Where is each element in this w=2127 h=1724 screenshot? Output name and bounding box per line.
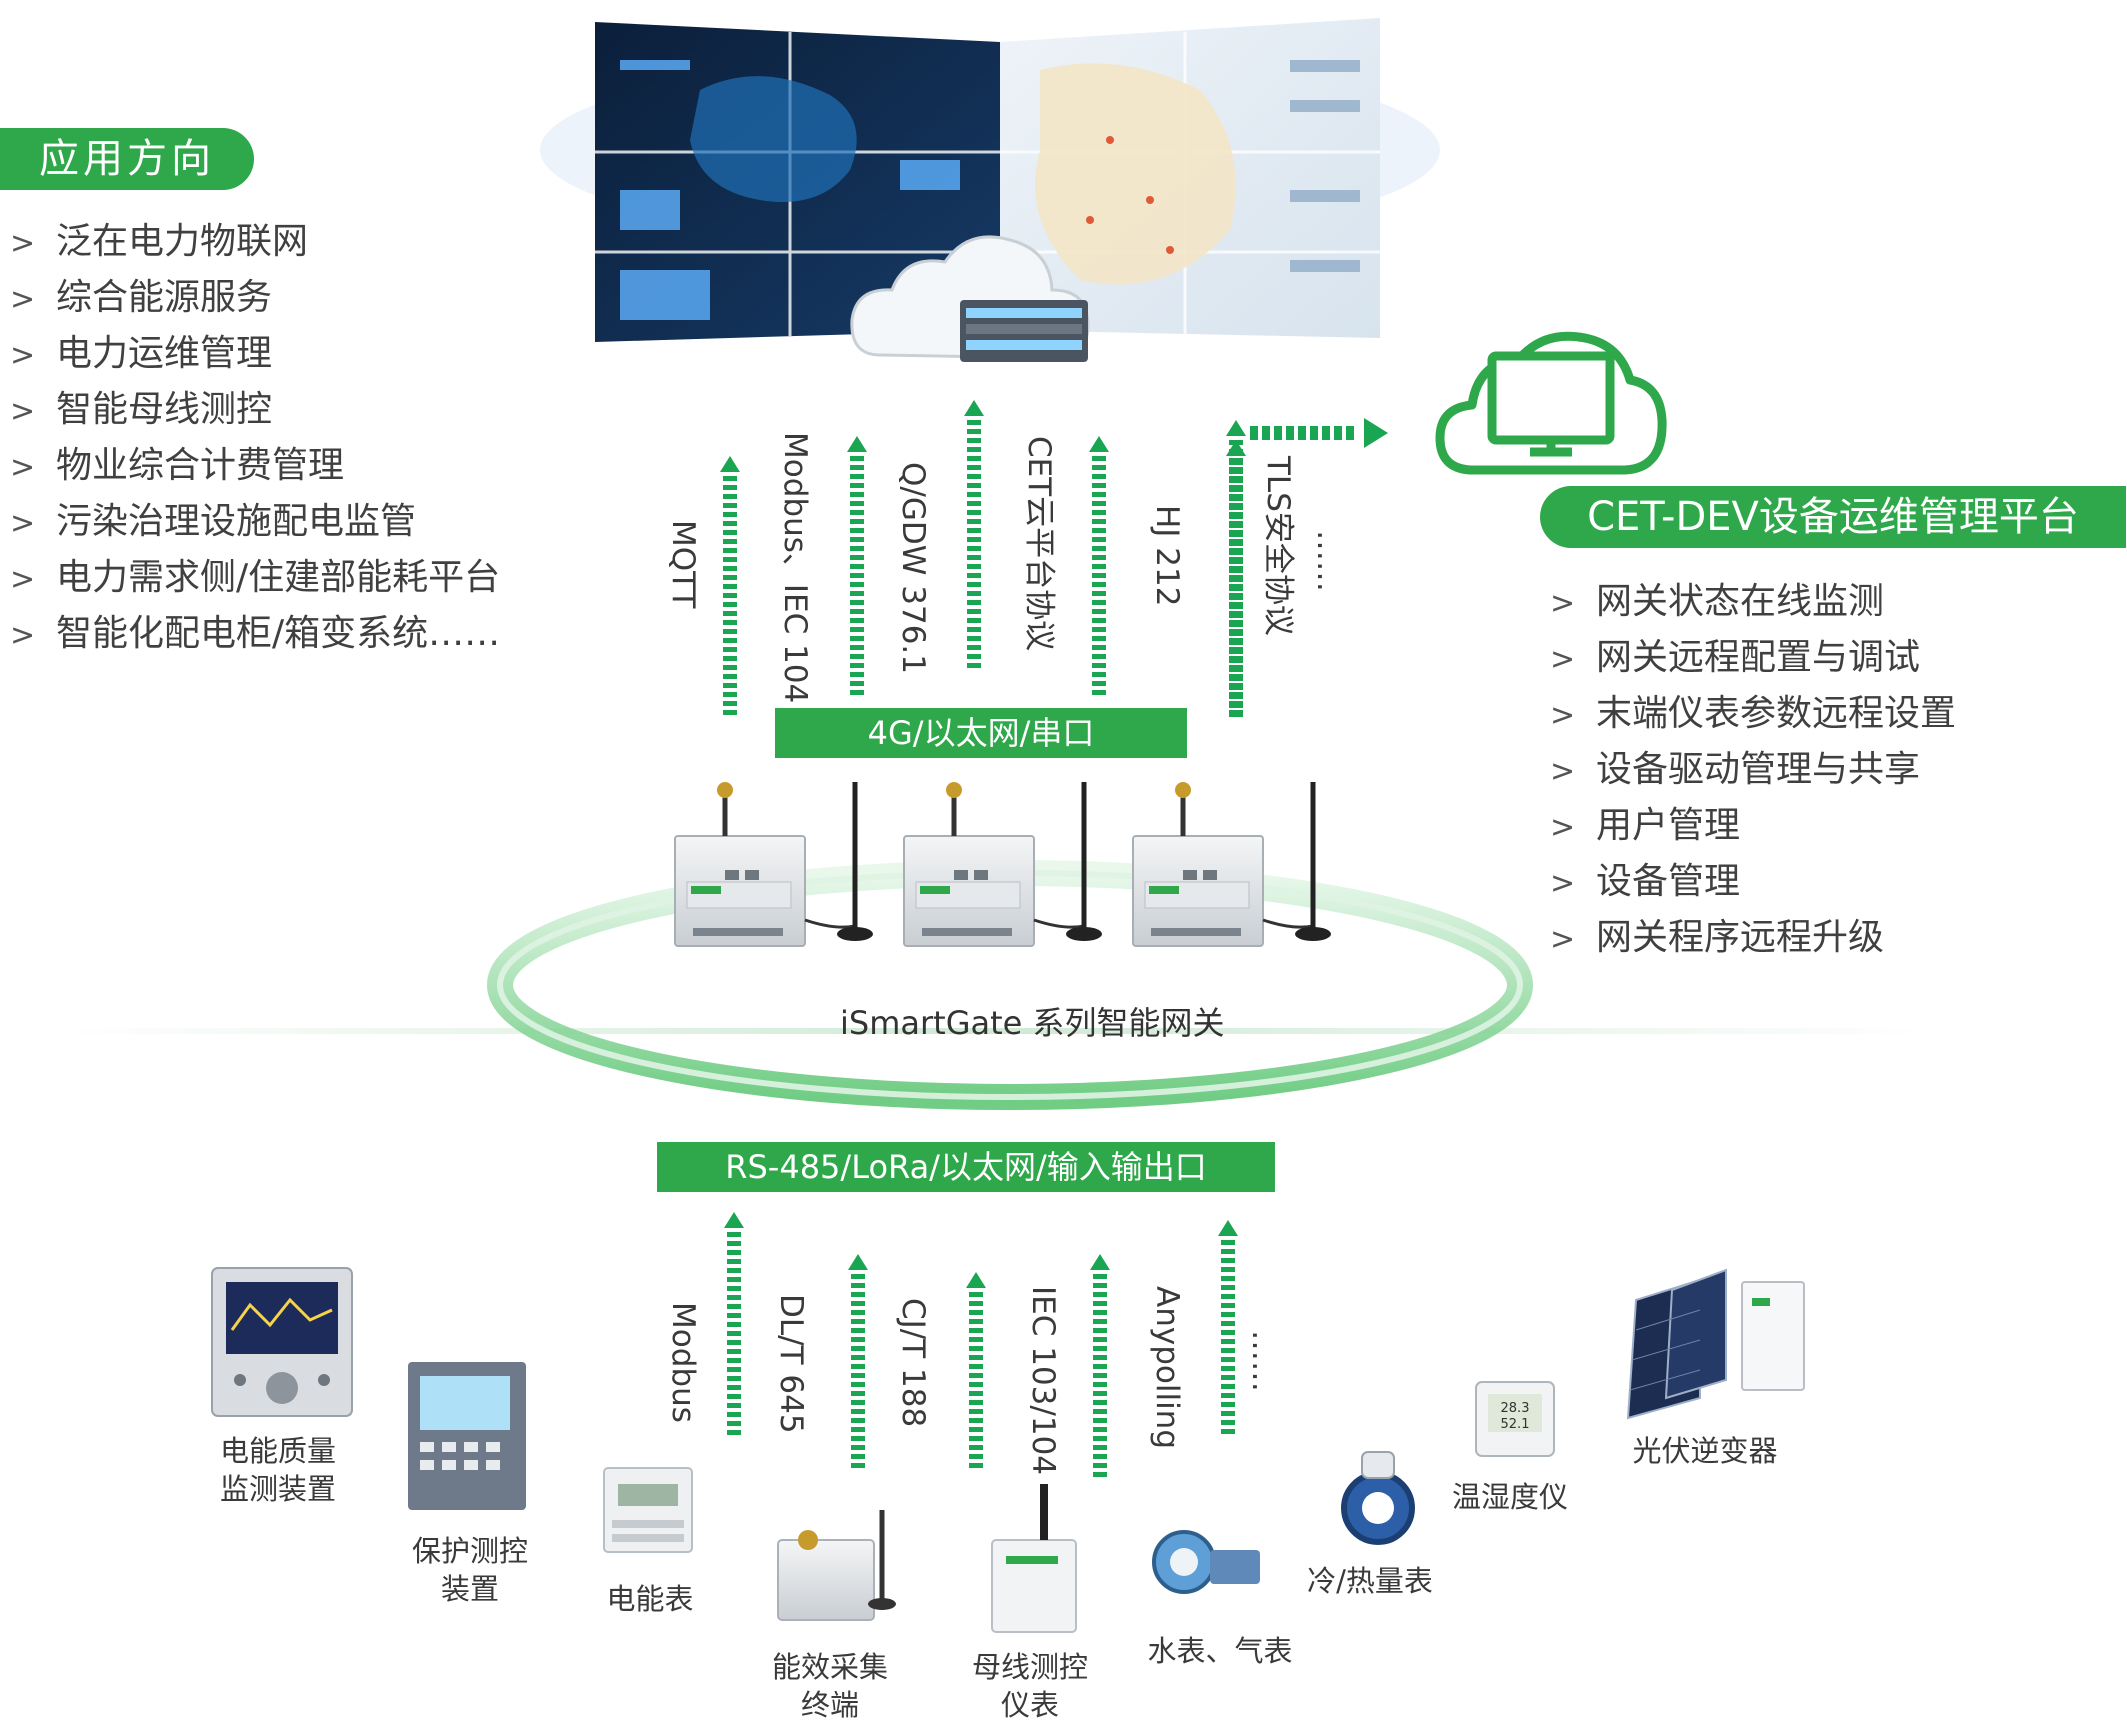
dashed-arrow-icon bbox=[720, 456, 740, 715]
application-title: 应用方向 bbox=[0, 128, 254, 190]
platform-feature-item: >设备驱动管理与共享 bbox=[1550, 749, 1921, 790]
temp-humidity-meter: 28.3 52.1 bbox=[1475, 1381, 1555, 1457]
gateway-device-icon bbox=[1132, 782, 1331, 947]
device-label: 电能质量监测装置 bbox=[219, 1434, 336, 1506]
gateway-label: iSmartGate 系列智能网关 bbox=[840, 1004, 1225, 1042]
protection-device bbox=[408, 1362, 526, 1510]
platform-feature-item: >网关远程配置与调试 bbox=[1550, 637, 1921, 678]
application-item: >综合能源服务 bbox=[10, 277, 273, 318]
dashed-arrow-icon bbox=[724, 1212, 744, 1435]
uplink-bar: 4G/以太网/串口 bbox=[775, 708, 1187, 758]
device-label: 温湿度仪 bbox=[1451, 1480, 1568, 1514]
dashed-arrow-icon bbox=[966, 1272, 986, 1468]
water-gas-meter bbox=[1152, 1530, 1260, 1594]
lower-arrows bbox=[724, 1212, 1238, 1477]
gateway-device-icon bbox=[903, 782, 1102, 947]
device-label: 水表、气表 bbox=[1147, 1634, 1293, 1668]
dashed-arrow-icon bbox=[848, 1254, 868, 1468]
device-label: 母线测控仪表 bbox=[971, 1650, 1088, 1722]
heat-meter bbox=[1341, 1451, 1415, 1545]
application-item: >电力运维管理 bbox=[10, 333, 273, 374]
energy-meter bbox=[603, 1467, 693, 1553]
platform-feature-item: >网关状态在线监测 bbox=[1550, 581, 1885, 622]
downlink-bar: RS-485/LoRa/以太网/输入输出口 bbox=[657, 1142, 1275, 1192]
cloud-monitor-icon bbox=[1435, 331, 1667, 475]
busbar-monitor bbox=[991, 1484, 1077, 1633]
platform-feature-item: >网关程序远程升级 bbox=[1550, 917, 1885, 958]
power-quality-device bbox=[211, 1267, 353, 1417]
device-label: 能效采集终端 bbox=[771, 1650, 888, 1722]
dashboard-screen-wall bbox=[540, 18, 1440, 342]
application-item: >智能化配电柜/箱变系统…… bbox=[10, 613, 501, 654]
platform-feature-list: >网关状态在线监测 >网关远程配置与调试 >末端仪表参数远程设置 >设备驱动管理… bbox=[1550, 574, 1956, 966]
application-list: >泛在电力物联网 >综合能源服务 >电力运维管理 >智能母线测控 >物业综合计费… bbox=[10, 214, 500, 662]
platform-title: CET-DEV设备运维管理平台 bbox=[1540, 486, 2126, 548]
energy-collector bbox=[777, 1510, 896, 1621]
dashed-arrow-icon bbox=[1089, 436, 1109, 695]
device-label: 光伏逆变器 bbox=[1632, 1434, 1778, 1468]
application-item: >智能母线测控 bbox=[10, 389, 273, 430]
dashed-arrow-icon bbox=[964, 400, 984, 668]
upper-arrows bbox=[720, 400, 1246, 717]
svg-text:28.3: 28.3 bbox=[1501, 1401, 1530, 1416]
device-label: 电能表 bbox=[606, 1582, 694, 1616]
application-item: >污染治理设施配电监管 bbox=[10, 501, 417, 542]
application-item: >泛在电力物联网 bbox=[10, 221, 309, 262]
svg-text:52.1: 52.1 bbox=[1501, 1417, 1530, 1432]
arrow-to-platform bbox=[1250, 418, 1388, 448]
dashed-arrow-icon bbox=[1218, 1220, 1238, 1434]
dashed-arrow-icon bbox=[847, 436, 867, 695]
platform-feature-item: >末端仪表参数远程设置 bbox=[1550, 693, 1957, 734]
device-label: 保护测控装置 bbox=[411, 1534, 528, 1606]
pv-inverter bbox=[1626, 1268, 1805, 1420]
application-item: >电力需求侧/住建部能耗平台 bbox=[10, 557, 501, 598]
device-label: 冷/热量表 bbox=[1307, 1564, 1433, 1598]
cloud-server-icon bbox=[850, 235, 1090, 362]
gateway-device-icon bbox=[674, 782, 873, 947]
platform-feature-item: >设备管理 bbox=[1550, 861, 1741, 902]
platform-feature-item: >用户管理 bbox=[1550, 805, 1741, 846]
dashed-arrow-icon bbox=[1226, 440, 1246, 717]
dashed-arrow-icon bbox=[1090, 1254, 1110, 1477]
application-item: >物业综合计费管理 bbox=[10, 445, 345, 486]
